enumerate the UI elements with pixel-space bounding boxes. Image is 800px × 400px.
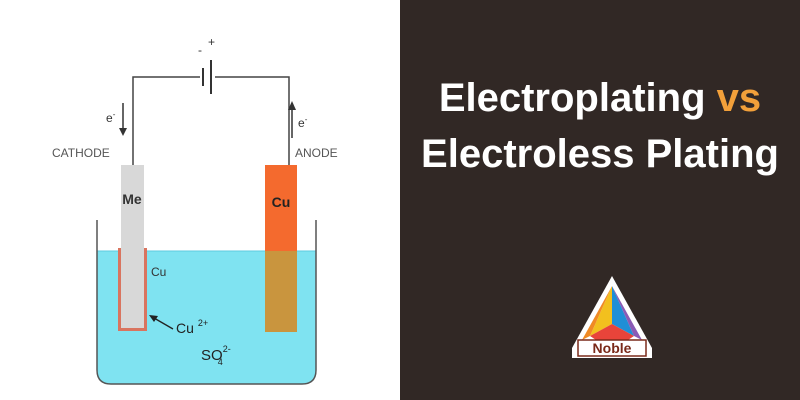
battery-minus-sign: - (198, 43, 202, 57)
circuit-wire-right (215, 76, 290, 165)
anode-rod-top (265, 165, 297, 252)
title-accent-vs: vs (716, 76, 762, 120)
noble-triangle-logo-icon: Noble (572, 276, 652, 358)
anode-metal-label: Cu (272, 194, 291, 210)
sulfate-label: SO2-4 (201, 344, 231, 367)
cathode-electron-label: e- (106, 110, 116, 125)
title-banner: Electroplating vs Electroless Plating No… (400, 0, 800, 400)
cathode-arrow-head (119, 128, 127, 136)
noble-logo: Noble (570, 274, 654, 360)
ion-arrow-head (149, 315, 158, 322)
electrolyte-solution (97, 251, 316, 384)
anode-electron-label: e- (298, 115, 308, 130)
title-main: Electroplating (438, 76, 706, 120)
anode-rod-submerged (265, 251, 297, 332)
title-line-two: Electroless Plating (421, 132, 779, 176)
anode-label: ANODE (295, 146, 338, 160)
circuit-wire (132, 76, 200, 165)
logo-text: Noble (593, 340, 632, 356)
ion-arrow (153, 317, 174, 330)
cathode-coating-label: Cu (151, 265, 166, 279)
page-title: Electroplating vs Electroless Plating (400, 70, 800, 182)
anode-arrow-head (288, 101, 296, 110)
battery-plus-sign: + (208, 35, 215, 49)
cathode-label: CATHODE (52, 146, 110, 160)
beaker-container (96, 220, 317, 385)
cathode-metal-label: Me (122, 191, 142, 207)
cathode-rod (121, 165, 144, 328)
